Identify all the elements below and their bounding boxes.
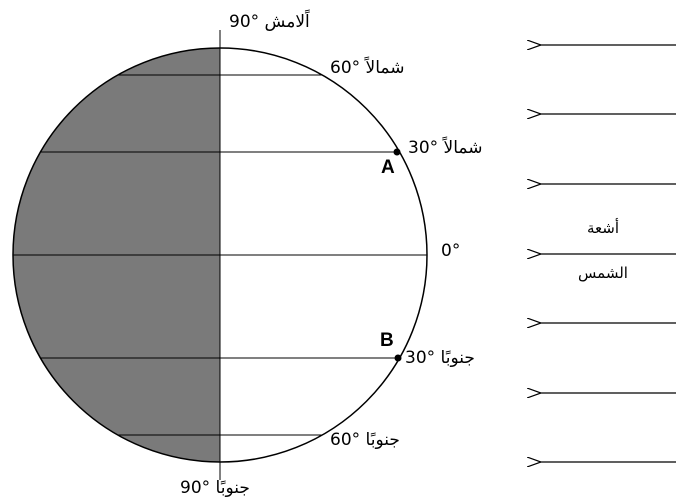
latitude-label-30s: 30° جنوبًا — [405, 348, 475, 368]
earth-outline — [12, 47, 428, 463]
point-b-label: B — [380, 330, 394, 351]
latitude-label-equator: 0° — [441, 241, 460, 261]
point-b-dot — [394, 354, 402, 362]
latitude-label-90s: 90° جنوبًا — [180, 478, 250, 498]
sun-rays — [540, 45, 676, 462]
point-a-dot — [393, 148, 401, 156]
latitude-label-60s: 60° جنوبًا — [330, 430, 400, 450]
latitude-label-60n: 60° شمالاً — [330, 56, 405, 78]
sun-rays-label-line2: الشمس — [578, 264, 628, 282]
sun-rays-label-line1: أشعة — [587, 218, 619, 237]
latitude-label-90n: 90° شمالاً — [229, 8, 310, 32]
latitude-label-30n: 30° شمالاً — [408, 136, 483, 158]
point-a-label: A — [381, 157, 395, 178]
